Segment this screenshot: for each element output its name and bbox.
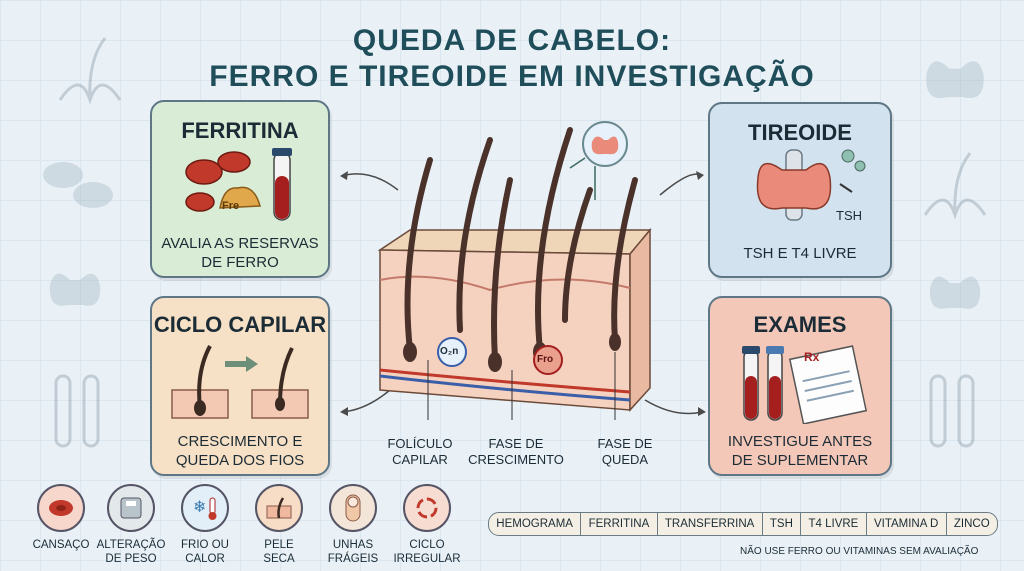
faded-hair-icon-right [923,152,987,220]
test-zinco: ZINCO [953,518,990,530]
dry-skin-icon [255,484,303,532]
ferritina-card: FERRITINA Fre AVALIA AS RESERVAS DE FERR… [150,100,330,278]
symptom-label-l2: FRÁGEIS [327,553,379,565]
symptom-label-l1: FRIO OU [181,539,229,551]
queda-label: FASE DE QUEDA [590,436,660,468]
symptom-label: CICLO IRREGULAR [392,538,462,566]
symptom-pele-seca: PELE SECA [244,484,314,566]
symptom-label-l1: UNHAS [332,539,374,551]
scale-icon [107,484,155,532]
symptom-label-l2: SECA [263,553,295,565]
symptom-label: UNHAS FRÁGEIS [318,538,388,566]
crescimento-label: FASE DE CRESCIMENTO [468,436,564,468]
faded-thyroid-icon [49,273,101,306]
symptom-label-l1: CICLO [409,539,445,551]
symptom-peso: ALTERAÇÃO DE PESO [96,484,166,566]
faded-hair-icon [58,37,122,105]
faded-thyroid-icon-right [926,61,984,99]
crescimento-label-l2: CRESCIMENTO [468,452,564,467]
fre-tag: Fre [222,200,240,212]
test-transferrina: TRANSFERRINA [658,513,763,535]
faded-tubes-icon [54,374,100,448]
cycle-arrows-icon [403,484,451,532]
exames-caption-1: INVESTIGUE ANTES [727,433,873,450]
ciclo-caption-2: QUEDA DOS FIOS [175,452,305,469]
red-blood-cell-icon [37,484,85,532]
symptom-label-l1: ALTERAÇÃO [96,539,166,551]
page-title-line2: FERRO E TIREOIDE EM INVESTIGAÇÃO [209,60,815,93]
foliculo-label-l2: CAPILAR [392,452,448,467]
faded-thyroid-icon-right-2 [929,276,981,309]
foliculo-label-l1: FOLÍCULO [387,436,453,451]
ferritina-caption-1: AVALIA AS RESERVAS [161,235,319,252]
test-tsh: TSH [763,513,802,535]
ciclo-capilar-card: CICLO CAPILAR CRESCIMENTO E QUEDA DOS FI… [150,296,330,476]
exames-caption-2: DE SUPLEMENTAR [731,452,869,469]
skin-cross-section [377,121,652,420]
tireoide-card: TIREOIDE TSH TSH E T4 LIVRE [708,102,892,278]
symptom-label-l2: IRREGULAR [393,553,461,565]
symptom-ciclo: CICLO IRREGULAR [392,484,462,566]
queda-label-l1: FASE DE [597,436,653,451]
ferritina-heading: FERRITINA [181,118,299,143]
symptom-label: FRIO OU CALOR [170,538,240,566]
foliculo-label: FOLÍCULO CAPILAR [380,436,460,468]
faded-blood-cells-icon [43,162,113,208]
fro-tag: Fro [537,354,554,365]
symptom-cansaco: CANSAÇO [26,484,96,552]
symptom-label: ALTERAÇÃO DE PESO [96,538,166,566]
svg-text:❄: ❄ [193,497,206,516]
symptom-label: PELE SECA [244,538,314,566]
thermometer-snowflake-icon: ❄ [181,484,229,532]
test-vitamina-d: VITAMINA D [867,513,947,535]
exames-heading: EXAMES [753,312,847,337]
exames-card: EXAMES Rx INVESTIGUE ANTES DE SUPLEMENTA… [708,296,892,476]
test-hemograma: HEMOGRAMA [489,513,582,535]
ciclo-caption-1: CRESCIMENTO E [177,433,303,450]
ciclo-heading: CICLO CAPILAR [153,312,327,337]
tests-bar: HEMOGRAMA FERRITINA TRANSFERRINA TSH T4 … [488,512,998,536]
symptom-label-l2: CALOR [185,553,225,565]
queda-label-l2: QUEDA [601,452,649,467]
test-ferritina: FERRITINA [581,513,658,535]
symptom-unhas: UNHAS FRÁGEIS [318,484,388,566]
ferritina-caption-2: DE FERRO [201,254,279,271]
crescimento-label-l1: FASE DE [488,436,544,451]
o2-tag: O₂n [440,346,459,357]
test-t4-livre: T4 LIVRE [801,513,867,535]
rx-tag: Rx [804,350,820,364]
blood-cells-icon [185,148,292,221]
arrow-to-exames [644,399,703,415]
tsh-tag: TSH [836,208,862,223]
symptom-frio-calor: ❄ FRIO OU CALOR [170,484,240,566]
thyroid-icon [756,149,866,221]
symptom-label: CANSAÇO [32,539,90,551]
warning-note: NÃO USE FERRO OU VITAMINAS SEM AVALIAÇÃO [740,546,979,557]
tireoide-heading: TIREOIDE [748,120,852,145]
lab-tests-icon [742,345,868,424]
faded-tubes-icon-right [929,374,975,448]
fingernail-icon [329,484,377,532]
symptom-label-l1: PELE [264,539,294,551]
tireoide-caption: TSH E T4 LIVRE [743,245,857,262]
hair-cycle-icon [171,345,309,419]
arrow-to-tireoide [659,173,701,196]
symptom-label-l2: DE PESO [105,553,157,565]
page-title-line1: QUEDA DE CABELO: [352,24,672,57]
